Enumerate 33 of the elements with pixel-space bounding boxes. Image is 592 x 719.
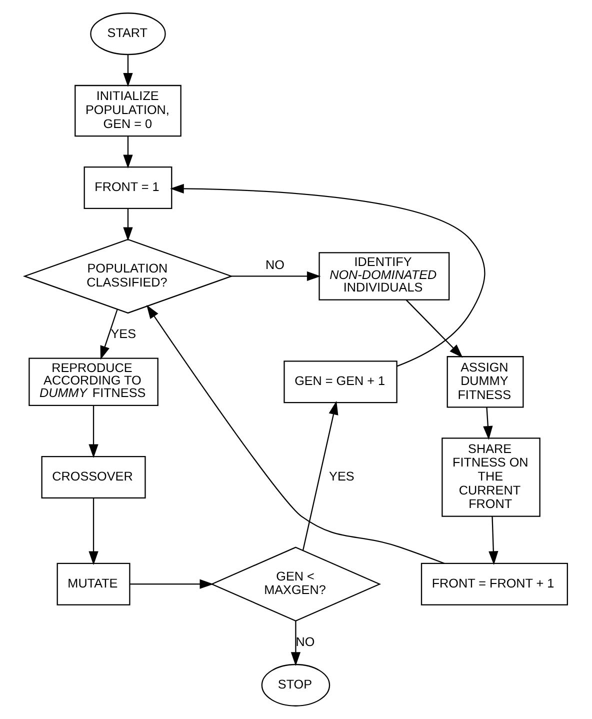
node-box: FRONT = 1 [84, 166, 172, 209]
node-box: GEN = GEN + 1 [284, 360, 398, 404]
arrow [88, 406, 98, 458]
arrow [123, 208, 133, 242]
node-ellipse: START [90, 12, 166, 56]
arrow [483, 407, 493, 440]
node-box: MUTATE [56, 562, 130, 606]
edge-label: YES [329, 469, 354, 484]
arrow [302, 400, 338, 550]
arrow [146, 304, 444, 564]
edge-label: NO [266, 258, 284, 272]
arrow [290, 620, 301, 666]
arrow [100, 309, 118, 360]
node-diamond: GEN < MAXGEN? [210, 546, 381, 622]
node-box: INITIALIZE POPULATION, GEN = 0 [74, 84, 182, 137]
node-ellipse: STOP [261, 664, 330, 706]
arrow [123, 136, 133, 169]
node-box: CROSSOVER [41, 456, 146, 498]
arrow [488, 516, 498, 566]
edge-label: YES [110, 327, 136, 342]
node-box: ASSIGN DUMMY FITNESS [446, 356, 524, 408]
arrow [88, 498, 98, 566]
node-diamond: POPULATION CLASSIFIED? [22, 238, 234, 314]
arrow [231, 271, 321, 282]
node-box: IDENTIFY NON-DOMINATED INDIVIDUALS [318, 252, 450, 300]
node-box: SHARE FITNESS ON THE CURRENT FRONT [442, 438, 540, 517]
node-box: FRONT = FRONT + 1 [420, 562, 568, 606]
arrow [406, 299, 463, 358]
node-box: REPRODUCE ACCORDING TO DUMMY FITNESS [28, 358, 158, 406]
arrow [130, 579, 214, 589]
arrow [123, 54, 133, 87]
edge-label: NO [296, 634, 315, 649]
arrow [170, 184, 486, 367]
